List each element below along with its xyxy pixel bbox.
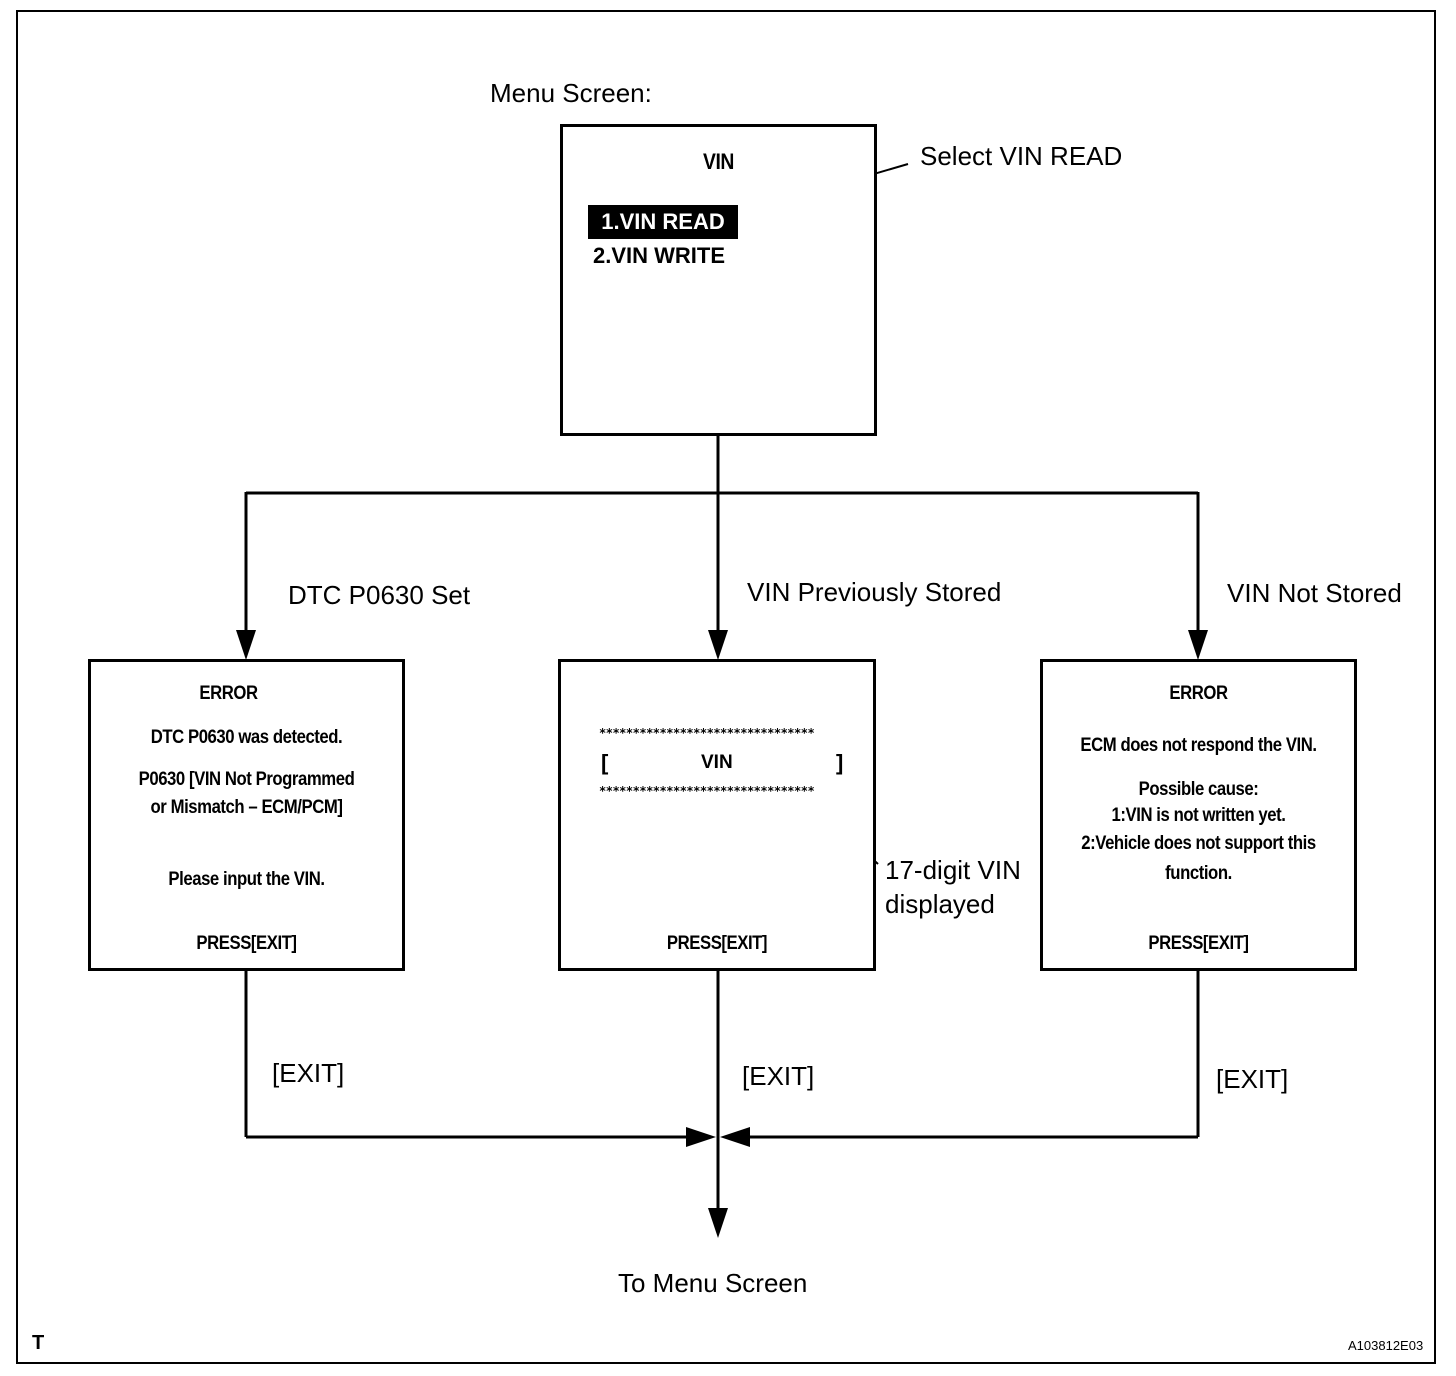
menu-title: VIN	[703, 149, 734, 174]
menu-screen-caption: Menu Screen:	[490, 78, 652, 108]
screen-center-bracket-close: ]	[836, 750, 844, 775]
screen-left-line3: or Mismatch – ECM/PCM]	[150, 797, 343, 818]
screen-left-line2: P0630 [VIN Not Programmed	[138, 769, 355, 790]
screen-right-line5: function.	[1165, 863, 1232, 884]
screen-center-footer: PRESS[EXIT]	[666, 933, 768, 954]
figure-id: A103812E03	[1348, 1338, 1424, 1353]
branch-label-vin-not-stored: VIN Not Stored	[1227, 578, 1402, 608]
screen-center-stars-bottom: ********************************	[599, 784, 815, 798]
screen-center-stars-top: ********************************	[599, 726, 815, 740]
exit-label-left: [EXIT]	[272, 1058, 345, 1088]
arrowhead-center-down	[708, 630, 728, 660]
branch-label-dtc-set: DTC P0630 Set	[288, 580, 471, 610]
menu-screen-box: VIN 1.VIN READ 2.VIN WRITE	[560, 124, 877, 436]
arrowhead-right-down	[1188, 630, 1208, 660]
screen-right-title: ERROR	[1169, 683, 1228, 704]
screen-vin-stored: ******************************** [ VIN ]…	[558, 659, 876, 971]
screen-vin-not-stored-error: ERROR ECM does not respond the VIN. Poss…	[1040, 659, 1357, 971]
exit-label-right: [EXIT]	[1216, 1064, 1289, 1094]
screen-left-title: ERROR	[199, 683, 258, 704]
screen-right-line3: 1:VIN is not written yet.	[1111, 805, 1286, 826]
screen-right-line4: 2:Vehicle does not support this	[1081, 833, 1316, 854]
callout-17-digit-line1: 17-digit VIN	[885, 855, 1021, 885]
screen-right-footer: PRESS[EXIT]	[1148, 933, 1249, 954]
exit-label-center: [EXIT]	[742, 1061, 815, 1091]
menu-item-vin-write[interactable]: 2.VIN WRITE	[593, 243, 726, 268]
screen-left-line4: Please input the VIN.	[168, 869, 325, 890]
arrowhead-join-from-left	[686, 1127, 716, 1147]
menu-item-vin-read[interactable]: 1.VIN READ	[588, 205, 738, 239]
screen-left-footer: PRESS[EXIT]	[196, 933, 297, 954]
diagram-frame	[16, 10, 1436, 1364]
screen-right-line2: Possible cause:	[1138, 779, 1259, 800]
corner-mark: T	[32, 1332, 45, 1354]
callout-select-vin-read: Select VIN READ	[920, 141, 1123, 171]
branch-label-vin-stored: VIN Previously Stored	[747, 577, 1002, 607]
arrowhead-to-menu	[708, 1208, 728, 1238]
arrowhead-join-from-right	[720, 1127, 750, 1147]
screen-left-line1: DTC P0630 was detected.	[150, 727, 343, 748]
arrowhead-left-down	[236, 630, 256, 660]
destination-to-menu-screen: To Menu Screen	[618, 1268, 808, 1298]
screen-right-line1: ECM does not respond the VIN.	[1080, 735, 1317, 756]
screen-dtc-error: ERROR DTC P0630 was detected. P0630 [VIN…	[88, 659, 405, 971]
screen-center-bracket-open: [	[601, 750, 609, 775]
screen-center-vin: VIN	[701, 752, 733, 773]
callout-17-digit-line2: displayed	[885, 889, 995, 919]
